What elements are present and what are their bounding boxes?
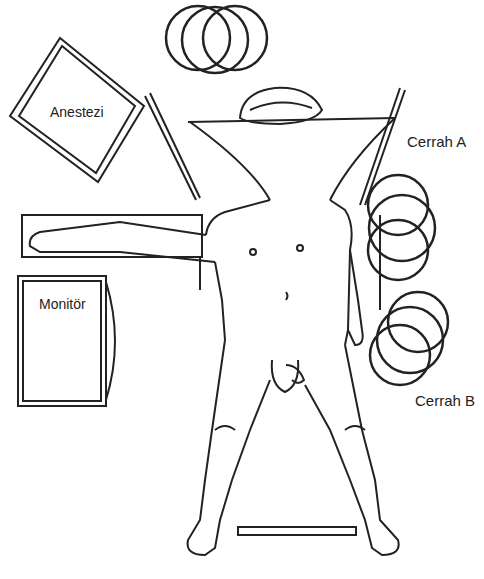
surgeon-label: Cerrah B <box>415 392 475 410</box>
node-label: Monitör <box>39 296 86 313</box>
anesthesia-machine: Anestezi <box>8 36 146 184</box>
monitor-box: Monitör <box>16 274 120 408</box>
node-outline <box>16 274 120 408</box>
node-label: Anestezi <box>50 104 104 121</box>
surgeon-label: Cerrah A <box>407 133 466 151</box>
